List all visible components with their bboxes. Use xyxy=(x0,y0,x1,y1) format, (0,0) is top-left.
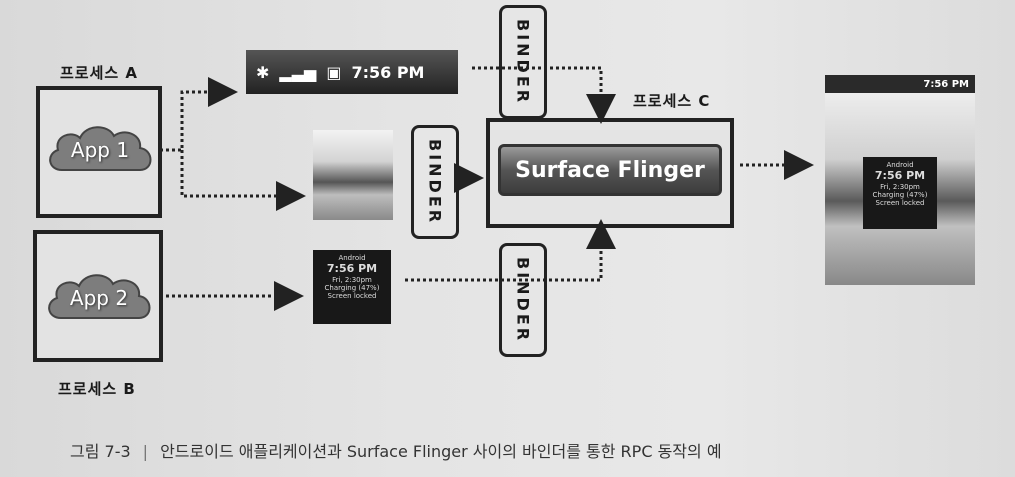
result-screen-image: 7:56 PM Android 7:56 PM Fri, 2:30pm Char… xyxy=(825,75,975,285)
process-b-label: 프로세스 B xyxy=(58,380,136,398)
battery-icon: ▣ xyxy=(326,62,342,82)
cloud-icon xyxy=(49,126,152,171)
arrow-lockscreen-binder xyxy=(405,219,616,282)
binder-top: BINDER xyxy=(499,5,547,119)
arrow-status-binder xyxy=(472,66,616,124)
binder-bottom: BINDER xyxy=(499,243,547,357)
process-a-box: App 1 xyxy=(36,86,162,218)
lockscreen-time: 7:56 PM xyxy=(326,262,378,276)
surface-flinger-block: Surface Flinger xyxy=(498,144,722,196)
lockscreen-line2: Charging (47%) xyxy=(324,283,380,292)
app2-label: App 2 xyxy=(69,286,129,310)
figure-caption: 그림 7-3|안드로이드 애플리케이션과 Surface Flinger 사이의… xyxy=(70,442,722,461)
phone-status-bar: 7:56 PM xyxy=(825,75,975,93)
status-bar-image: ✱ ▂▃▅ ▣ 7:56 PM xyxy=(246,50,458,94)
binder-middle: BINDER xyxy=(411,125,459,239)
status-time: 7:56 PM xyxy=(351,62,425,82)
bluetooth-icon: ✱ xyxy=(256,62,270,82)
phone-status-time: 7:56 PM xyxy=(923,78,969,90)
app1-label: App 1 xyxy=(70,138,130,162)
app2-cloud: App 2 xyxy=(43,268,155,330)
process-c-label: 프로세스 C xyxy=(633,92,711,110)
lockscreen-image: Android 7:56 PM Fri, 2:30pm Charging (47… xyxy=(313,250,391,324)
caption-text: 안드로이드 애플리케이션과 Surface Flinger 사이의 바인더를 통… xyxy=(160,442,722,461)
cloud-icon xyxy=(48,274,151,319)
app1-cloud: App 1 xyxy=(44,120,156,182)
lockscreen-line3: Screen locked xyxy=(327,292,377,301)
arrow-app1-status xyxy=(160,77,238,152)
process-a-label: 프로세스 A xyxy=(60,64,139,82)
result-lockscreen: Android 7:56 PM Fri, 2:30pm Charging (47… xyxy=(863,157,937,229)
caption-number: 그림 7-3 xyxy=(70,442,131,461)
lockscreen-carrier: Android xyxy=(338,254,366,262)
arrow-app1-wallpaper xyxy=(180,150,306,211)
wallpaper-image xyxy=(313,130,393,220)
lockscreen-line1: Fri, 2:30pm xyxy=(332,275,372,284)
process-b-box: App 2 xyxy=(33,230,163,362)
signal-icon: ▂▃▅ xyxy=(279,62,317,82)
